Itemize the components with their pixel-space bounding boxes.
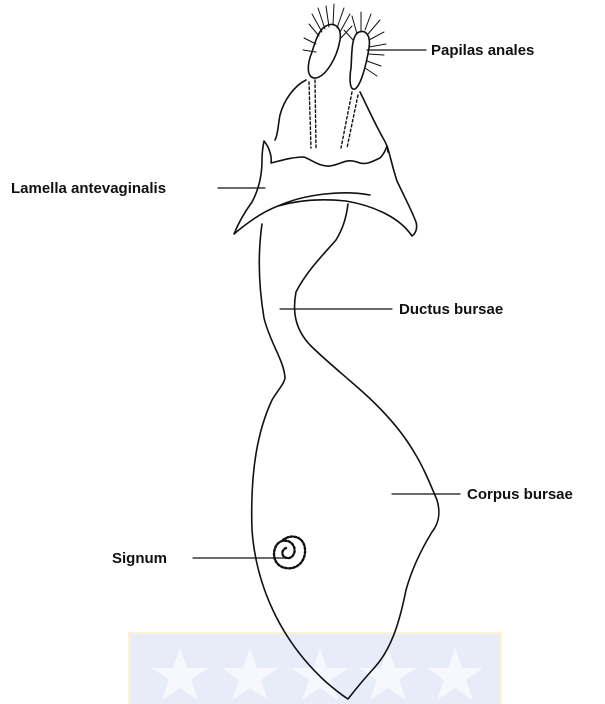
label-lamella-antevaginalis: Lamella antevaginalis	[11, 180, 166, 198]
ovipositor-base	[275, 80, 388, 152]
label-ductus-bursae: Ductus bursae	[399, 301, 503, 319]
signum	[274, 537, 305, 569]
bursa-copulatrix	[252, 204, 439, 699]
label-corpus-bursae: Corpus bursae	[467, 486, 573, 504]
label-papilas-anales: Papilas anales	[431, 42, 534, 60]
label-signum: Signum	[112, 550, 167, 568]
anal-papillae	[303, 4, 386, 89]
